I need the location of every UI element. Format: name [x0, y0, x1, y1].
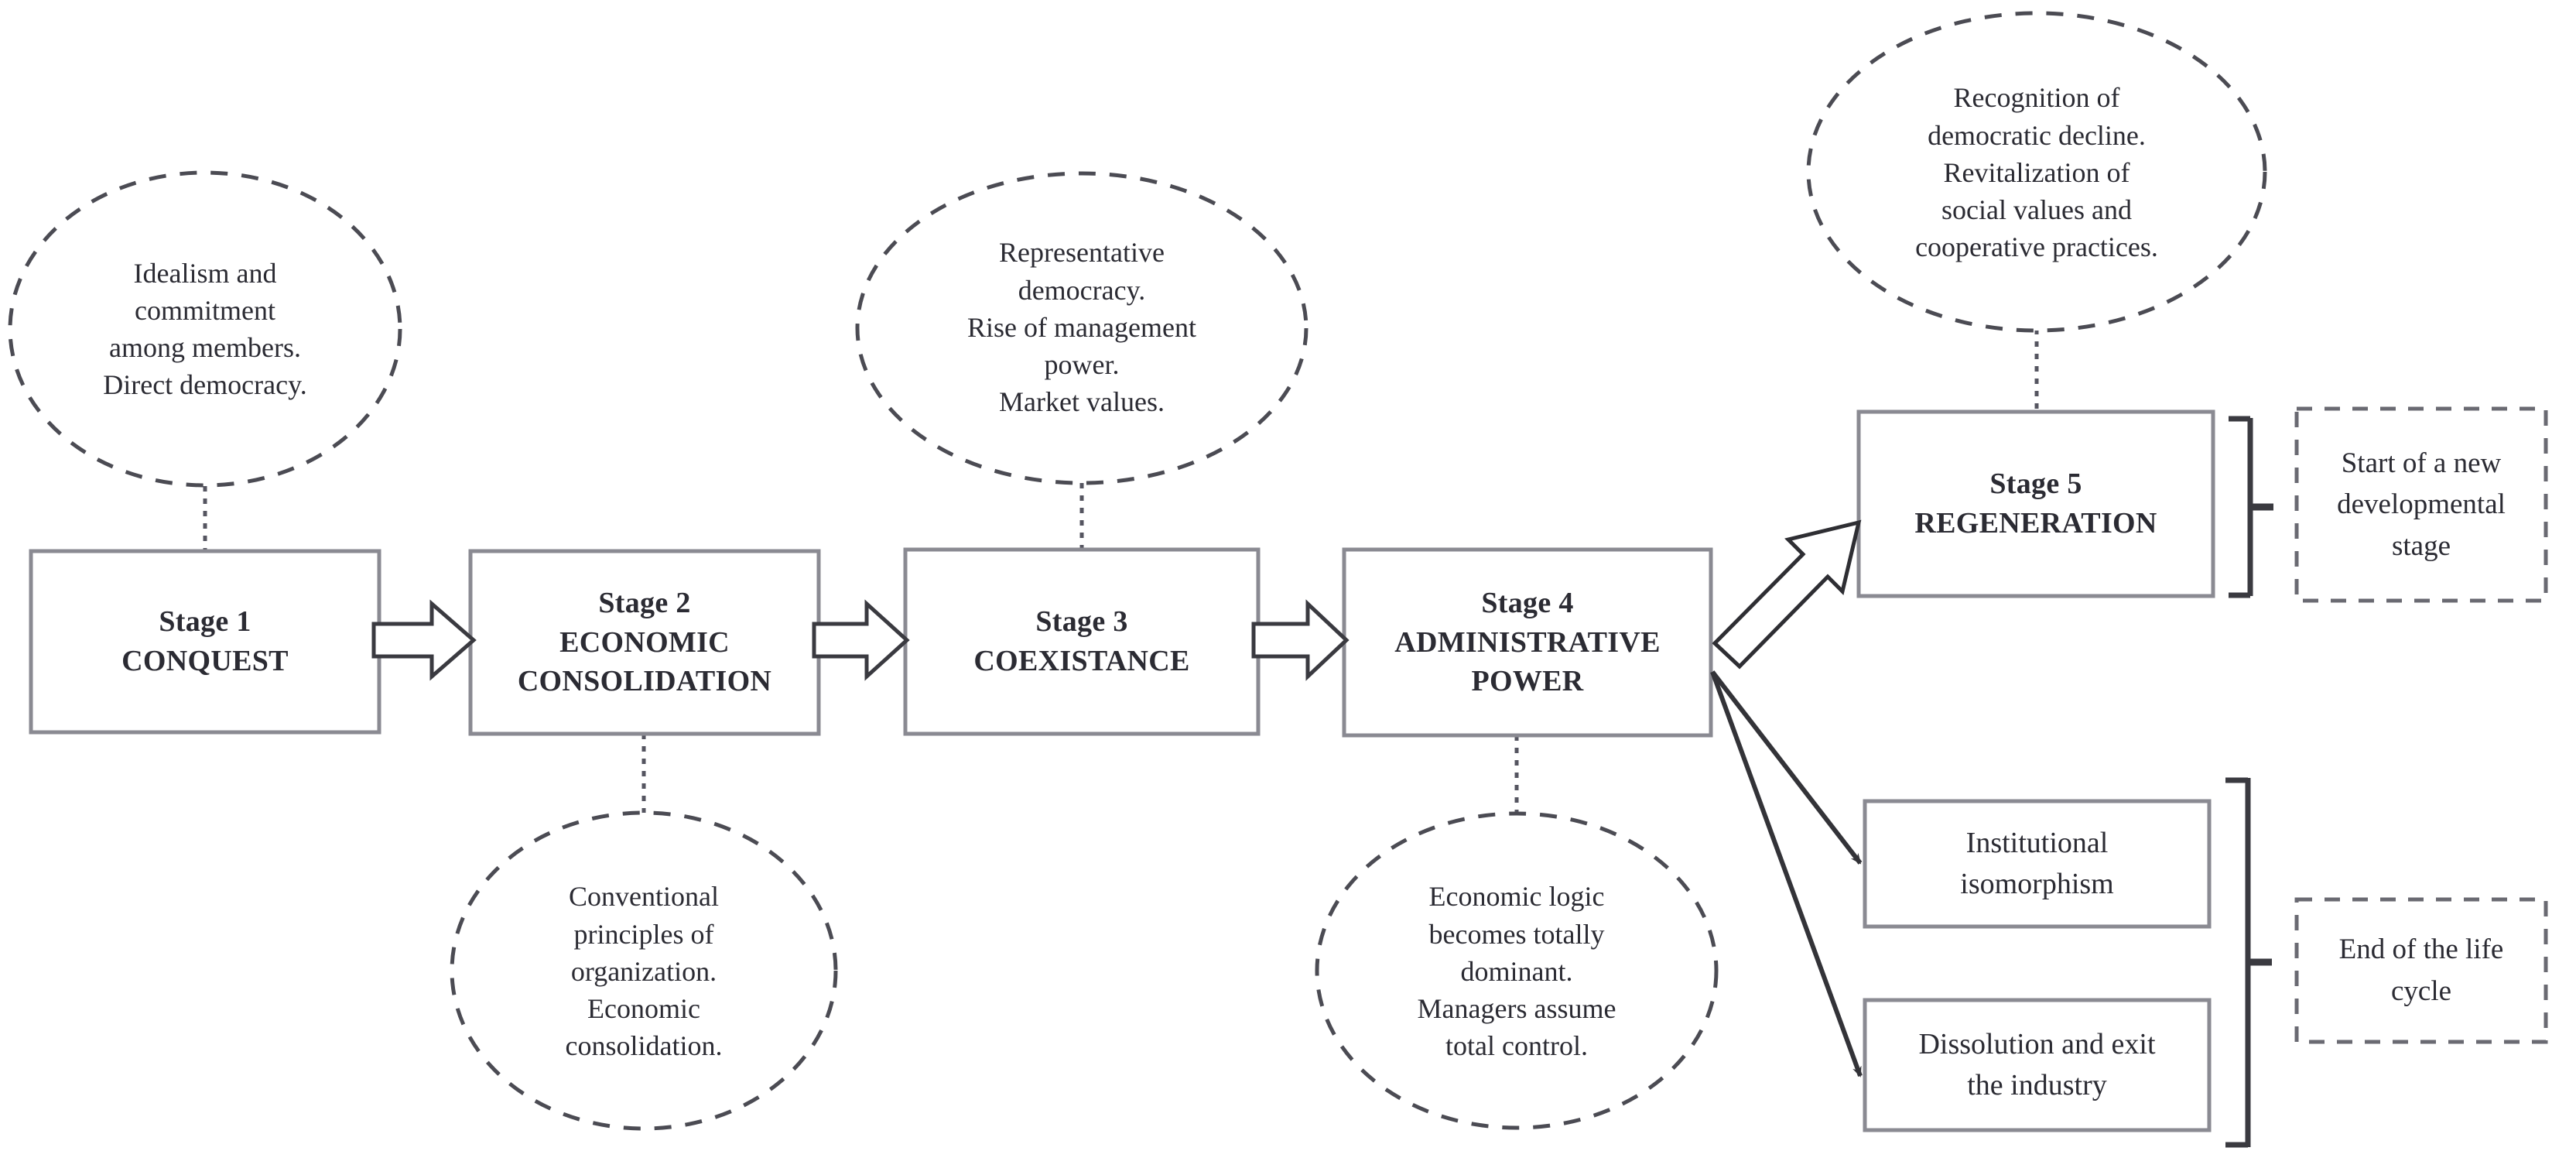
stage-4-box[interactable]: [1342, 547, 1713, 738]
arrow-stage4-to-dissolution: [1710, 670, 1863, 1077]
stage-3-box[interactable]: [903, 547, 1261, 736]
note-end-life-cycle-box: [2294, 897, 2548, 1044]
bubble-stage-1-shape: [8, 170, 402, 488]
bracket-new-stage: [2229, 416, 2273, 598]
bubble-stage-4-shape: [1315, 811, 1719, 1130]
stage-5-box[interactable]: [1856, 409, 2215, 598]
arrow-stage4-to-stage5: [1712, 519, 1862, 670]
note-new-stage-box: [2294, 406, 2548, 603]
stage-2-box[interactable]: [468, 549, 821, 736]
arrow-stage1-to-stage2: [371, 599, 477, 681]
bubble-stage-2-shape: [450, 810, 838, 1131]
outcome-institutional-isomorphism-box[interactable]: [1863, 799, 2212, 929]
arrow-stage3-to-stage4: [1251, 599, 1350, 681]
stage-1-box[interactable]: [29, 549, 381, 735]
bracket-end-life-cycle: [2225, 777, 2272, 1148]
bubble-stage-3-shape: [855, 171, 1309, 485]
outcome-dissolution-box[interactable]: [1863, 998, 2212, 1132]
arrow-stage4-to-institutional-isomorphism: [1710, 670, 1863, 865]
arrow-stage2-to-stage3: [812, 599, 910, 681]
bubble-stage-5-shape: [1806, 11, 2267, 333]
